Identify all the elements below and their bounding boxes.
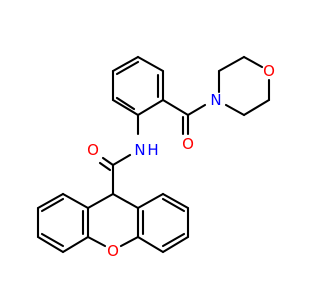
xanthene-oxygen-label: O (107, 242, 119, 260)
bond (86, 235, 107, 248)
bond (224, 103, 246, 117)
bond (115, 96, 136, 111)
bond (161, 232, 186, 248)
morpholine-carbonyl-oxygen-label: O (182, 135, 194, 153)
bond (242, 55, 264, 69)
bond (40, 232, 65, 248)
bond (61, 192, 90, 210)
atom-labels: O N O N H O O (87, 62, 275, 260)
bond (161, 197, 186, 213)
bond (86, 192, 115, 210)
bond (136, 98, 165, 117)
bond (111, 153, 132, 167)
bond (111, 55, 140, 73)
bond (111, 98, 140, 117)
bond (119, 235, 140, 248)
bond (242, 98, 271, 117)
bond (111, 192, 140, 210)
bond (136, 192, 165, 210)
bond (161, 235, 190, 254)
morpholine-nitrogen-label: N (210, 91, 221, 109)
bond (115, 60, 140, 76)
bond (61, 235, 90, 254)
bond (136, 55, 165, 73)
bond (161, 192, 190, 210)
bond (217, 55, 246, 73)
morpholine-oxygen-label: O (263, 62, 275, 80)
bond (36, 235, 65, 254)
amide-oxygen-label: O (87, 141, 99, 159)
bond (36, 192, 65, 210)
bond (161, 98, 190, 117)
bond (98, 161, 112, 172)
bond (186, 103, 207, 117)
background (0, 0, 300, 300)
amide-nitrogen-label: N (134, 141, 145, 159)
bond (136, 235, 165, 254)
bond (40, 197, 65, 213)
bonds (36, 55, 271, 254)
bond (101, 156, 115, 167)
amide-hydrogen-label: H (147, 141, 158, 159)
molecule-structure: O N O N H O O (0, 0, 300, 300)
